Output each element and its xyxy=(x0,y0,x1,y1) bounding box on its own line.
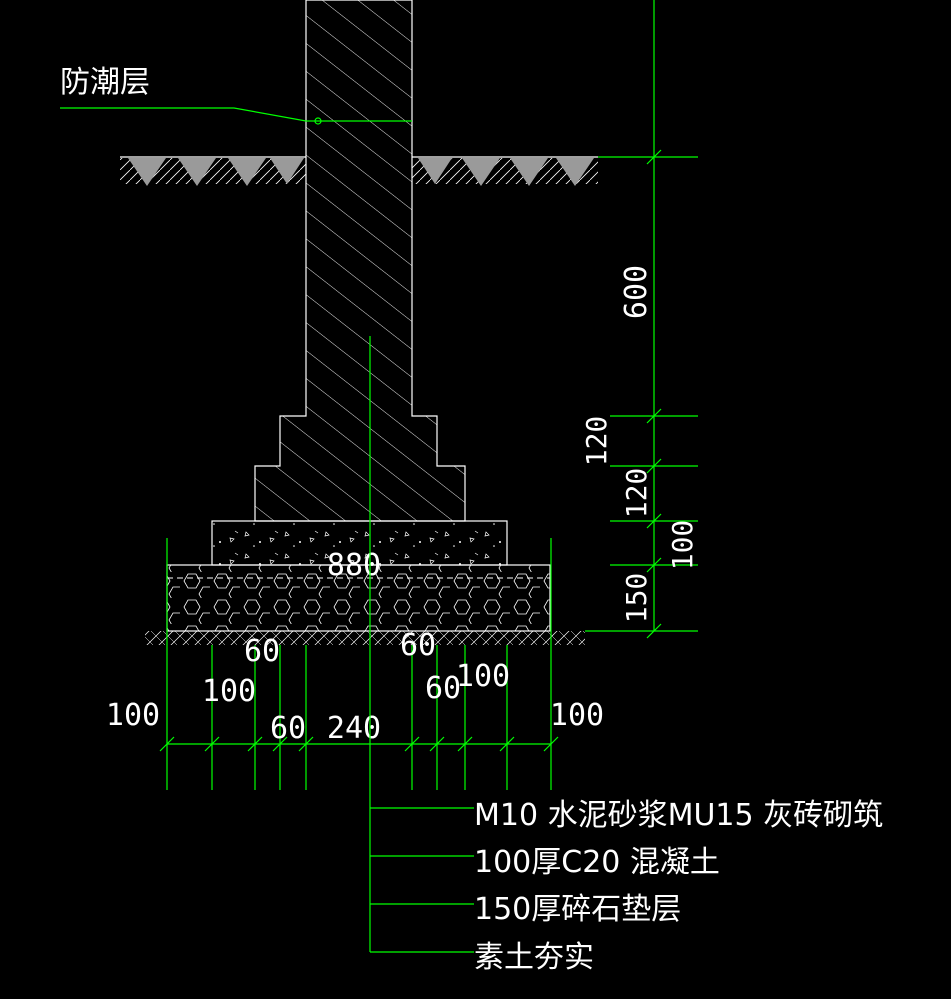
compacted-soil xyxy=(145,631,585,645)
damp-proof-label: 防潮层 xyxy=(60,65,150,100)
brick-wall-footing xyxy=(254,0,466,522)
horizontal-dimension-chain xyxy=(159,538,559,790)
dim-100-left-outer: 100 xyxy=(106,698,160,733)
label-masonry: M10 水泥砂浆MU15 灰砖砌筑 xyxy=(474,798,883,833)
dim-60-left: 60 xyxy=(270,711,306,746)
dim-60-step-left: 60 xyxy=(244,634,280,669)
label-soil: 素土夯实 xyxy=(474,940,594,975)
dim-150-vertical: 150 xyxy=(620,573,653,624)
damp-proof-leader xyxy=(60,107,412,125)
dim-100-vertical: 100 xyxy=(666,520,699,571)
dim-60-step-right: 60 xyxy=(400,628,436,663)
label-concrete: 100厚C20 混凝土 xyxy=(474,845,720,880)
dim-100-right-inner: 100 xyxy=(456,659,510,694)
dim-240-wall: 240 xyxy=(327,711,381,746)
layer-legend-leader xyxy=(369,336,474,953)
ground-surface xyxy=(120,156,598,186)
dim-60-right: 60 xyxy=(425,671,461,706)
label-gravel: 150厚碎石垫层 xyxy=(474,892,681,927)
dim-120-lower: 120 xyxy=(620,468,653,519)
dim-100-left-inner: 100 xyxy=(202,674,256,709)
vertical-dimension-chain xyxy=(585,0,698,639)
dim-100-right-outer: 100 xyxy=(550,698,604,733)
dim-120-upper: 120 xyxy=(580,416,613,467)
dim-600: 600 xyxy=(619,265,654,319)
dim-880: 880 xyxy=(327,548,381,583)
